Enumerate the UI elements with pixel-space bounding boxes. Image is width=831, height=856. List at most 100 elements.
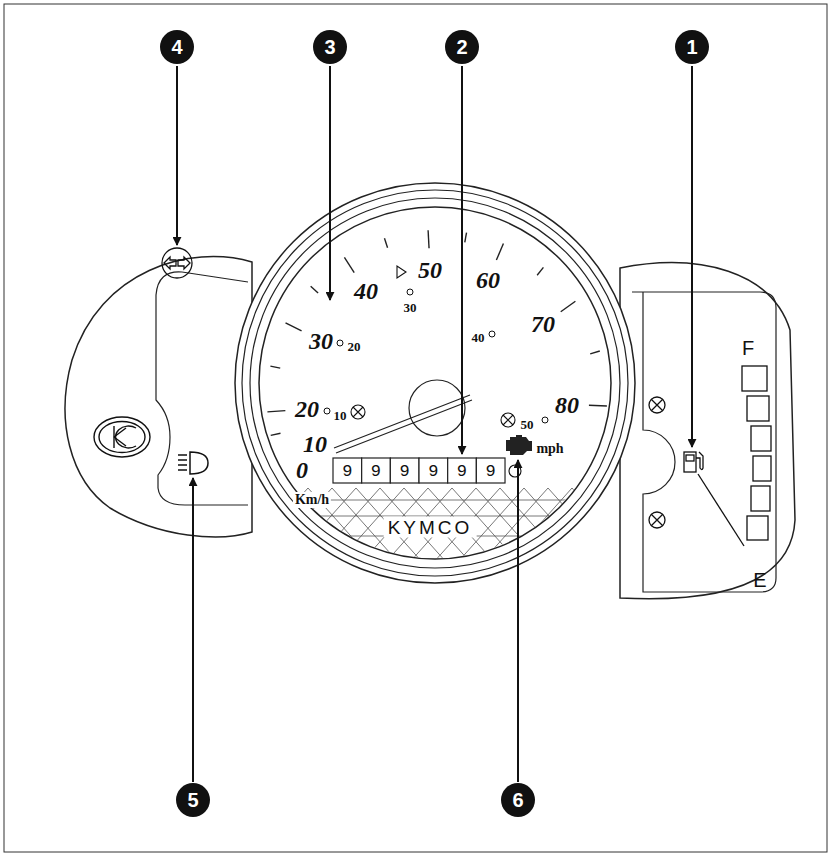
floor-hatch (356, 488, 456, 600)
floor-hatch (448, 488, 548, 600)
odometer-cell (390, 458, 419, 483)
scale-tick (537, 267, 543, 275)
floor-hatch (232, 488, 332, 600)
speedometer (0, 183, 744, 600)
mph-scale-number: 80 (555, 393, 579, 417)
scale-tick (561, 301, 576, 311)
floor-hatch (332, 488, 432, 600)
fuel-mark: F (742, 338, 754, 358)
floor-hatch (260, 488, 360, 600)
floor-hatch (0, 488, 92, 600)
floor-hatch (188, 488, 288, 600)
brand-label: KYMCO (384, 517, 477, 538)
scale-tick (311, 286, 318, 293)
floor-hatch (160, 488, 260, 600)
odometer-digit: 9 (428, 463, 438, 480)
right-pod (620, 263, 795, 599)
mph-scale-number: 30 (309, 329, 333, 353)
floor-hatch (0, 488, 44, 600)
scale-tick (286, 323, 302, 331)
odometer-cell (419, 458, 448, 483)
scale-tick (427, 230, 429, 248)
floor-hatch (544, 488, 644, 600)
odometer-cell (333, 458, 362, 483)
scale-tick (384, 238, 387, 248)
callout-number: 3 (313, 30, 347, 64)
unit-label: mph (534, 441, 565, 457)
floor-hatch (404, 488, 504, 600)
callout-number: 1 (675, 30, 709, 64)
floor-hatch (16, 488, 116, 600)
mph-scale-number: 0 (296, 458, 308, 482)
turn-signal-icon (162, 248, 192, 278)
kmh-scale-number: 30 (404, 301, 417, 314)
kmh-scale-number: 10 (334, 409, 347, 422)
callout-number: 5 (176, 783, 210, 817)
floor-hatch (452, 488, 552, 600)
left-pod (65, 257, 252, 537)
floor-hatch (40, 488, 140, 600)
floor-hatch (352, 488, 452, 600)
floor-hatch (400, 488, 500, 600)
floor-hatch (0, 488, 20, 600)
mph-scale-number: 10 (303, 432, 327, 456)
odometer-digit: 9 (342, 463, 352, 480)
scale-tick (589, 405, 607, 407)
mph-scale-number: 50 (418, 258, 442, 282)
floor-hatch (524, 488, 624, 600)
frame (4, 4, 827, 852)
scale-tick (590, 351, 600, 354)
floor-hatch (328, 488, 428, 600)
callout-number: 4 (160, 30, 194, 64)
floor-hatch (136, 488, 236, 600)
floor-hatch (376, 488, 476, 600)
floor-hatch (620, 488, 720, 600)
floor-hatch (0, 488, 72, 600)
scale-tick (496, 244, 503, 261)
headlight-icon (178, 452, 208, 474)
floor-hatch (472, 488, 572, 600)
floor-hatch (500, 488, 600, 600)
kmh-scale-number: 40 (472, 331, 485, 344)
fuel-mark: E (753, 570, 766, 590)
floor-hatch (280, 488, 380, 600)
floor-hatch (380, 488, 480, 600)
scale-tick (465, 233, 467, 243)
floor-hatch (428, 488, 528, 600)
floor-hatch (596, 488, 696, 600)
floor-hatch (284, 488, 384, 600)
floor-hatch (112, 488, 212, 600)
mph-scale-number: 20 (295, 397, 319, 421)
fuel-panel (632, 292, 776, 592)
odometer-digit: 9 (400, 463, 410, 480)
mph-scale-number: 70 (531, 312, 555, 336)
floor-hatch (256, 488, 356, 600)
floor-hatch (0, 488, 96, 600)
floor-hatch (496, 488, 596, 600)
floor-hatch (88, 488, 188, 600)
floor-hatch (116, 488, 216, 600)
scale-tick (344, 257, 354, 272)
odometer-cell (362, 458, 391, 483)
floor-hatch (520, 488, 620, 600)
scale-tick (270, 366, 280, 368)
floor-hatch (280, 562, 600, 563)
floor-hatch (0, 488, 68, 600)
odometer-cell (476, 458, 505, 483)
floor-hatch (164, 488, 264, 600)
floor-hatch (184, 488, 284, 600)
scale-tick (271, 433, 281, 435)
odometer-digit: 9 (486, 463, 496, 480)
floor-hatch (548, 488, 648, 600)
floor-hatch (644, 488, 744, 600)
odometer-cell (448, 458, 477, 483)
floor-hatch (20, 488, 120, 600)
callout-number: 6 (501, 783, 535, 817)
left-panel (156, 272, 248, 505)
kmh-scale-number: 20 (348, 340, 361, 353)
floor-hatch (64, 488, 164, 600)
leader-lines (177, 66, 692, 782)
floor-hatch (236, 488, 336, 600)
floor-hatch (92, 488, 192, 600)
